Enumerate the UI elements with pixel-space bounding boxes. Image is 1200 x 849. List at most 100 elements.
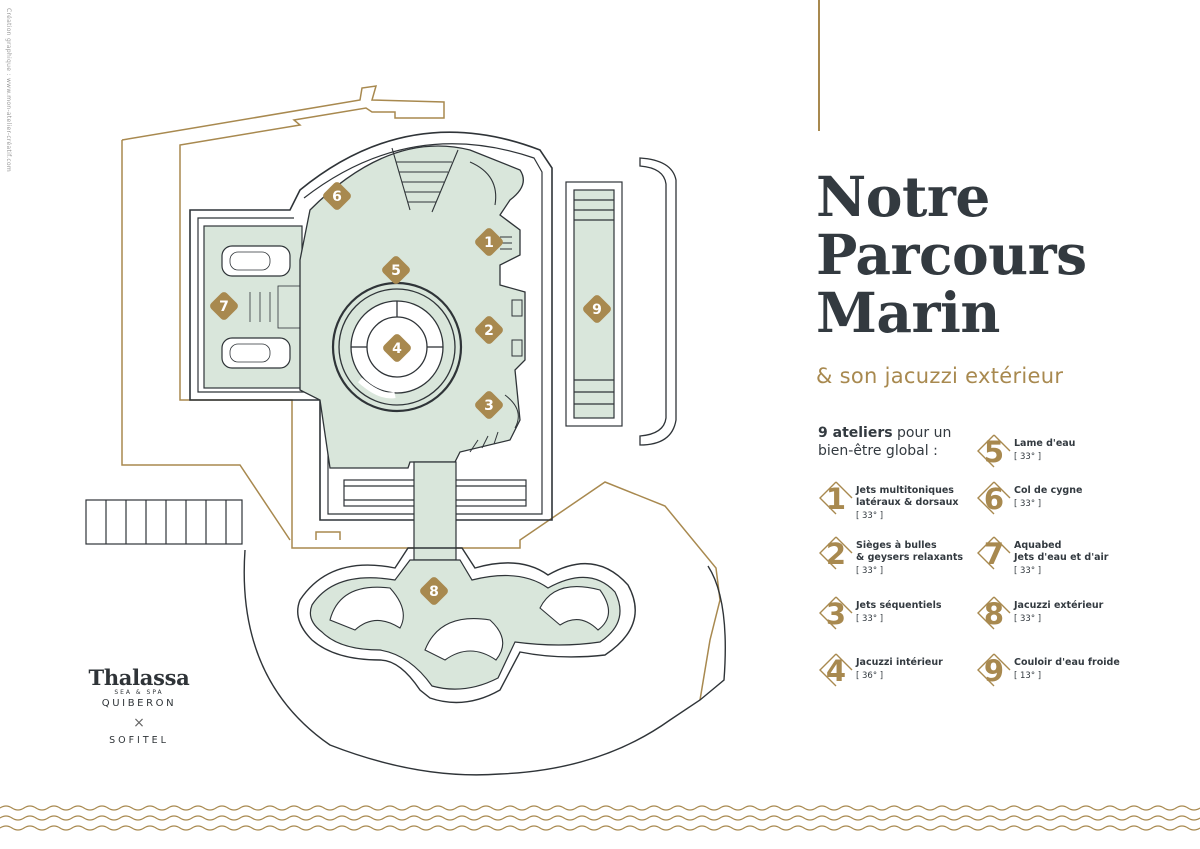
page-title: Notre Parcours Marin bbox=[816, 168, 1196, 342]
intro-bold: 9 ateliers bbox=[818, 425, 893, 441]
legend-number: 1 bbox=[825, 482, 847, 516]
legend-label: Jacuzzi intérieur bbox=[856, 657, 943, 668]
legend-number: 8 bbox=[983, 597, 1005, 631]
legend-temperature: [ 33° ] bbox=[1014, 452, 1042, 462]
outer-gold-outline bbox=[121, 85, 721, 701]
map-marker-number: 8 bbox=[429, 584, 439, 600]
map-marker-9: 9 bbox=[583, 295, 611, 323]
legend-number-badge: 3 bbox=[818, 595, 858, 635]
logo-partner: SOFITEL bbox=[109, 735, 169, 746]
wave-line bbox=[0, 805, 1200, 811]
legend-number: 2 bbox=[825, 537, 847, 571]
title-line: Marin bbox=[816, 280, 1000, 345]
decorative-vertical-line bbox=[818, 0, 820, 131]
title-line: Parcours bbox=[816, 222, 1087, 287]
legend-number: 4 bbox=[825, 654, 847, 688]
legend-label: Couloir d'eau froide bbox=[1014, 657, 1120, 668]
map-marker-number: 9 bbox=[592, 302, 602, 318]
legend-label: Sièges à bulles bbox=[856, 540, 937, 551]
title-line: Notre bbox=[816, 164, 990, 229]
legend-number-badge: 2 bbox=[818, 535, 858, 575]
legend-label-2: latéraux & dorsaux bbox=[856, 497, 959, 508]
aquabed-beds bbox=[221, 245, 291, 369]
legend-label-2: Jets d'eau et d'air bbox=[1014, 552, 1109, 563]
map-marker-7: 7 bbox=[210, 292, 238, 320]
legend-text: Jacuzzi extérieur [ 33° ] bbox=[1014, 600, 1154, 625]
intro-rest: pour un bien-être global : bbox=[818, 425, 952, 459]
legend-number-badge: 7 bbox=[976, 535, 1016, 575]
map-marker-6: 6 bbox=[323, 182, 351, 210]
walkway-stairs bbox=[85, 499, 243, 545]
legend-text: Col de cygne [ 33° ] bbox=[1014, 485, 1154, 510]
intro-text: 9 ateliers pour un bien-être global : bbox=[818, 424, 968, 460]
map-marker-number: 6 bbox=[332, 189, 342, 205]
legend-label: Aquabed bbox=[1014, 540, 1062, 551]
legend-temperature: [ 33° ] bbox=[1014, 566, 1042, 576]
legend-temperature: [ 33° ] bbox=[1014, 614, 1042, 624]
pool-entry-stairs bbox=[391, 147, 497, 213]
legend-temperature: [ 33° ] bbox=[856, 614, 884, 624]
map-marker-2: 2 bbox=[475, 316, 503, 344]
outdoor-jacuzzi-outer bbox=[297, 547, 636, 704]
legend-temperature: [ 13° ] bbox=[1014, 671, 1042, 681]
legend-number-badge: 9 bbox=[976, 652, 1016, 692]
map-marker-5: 5 bbox=[382, 256, 410, 284]
map-marker-number: 7 bbox=[219, 299, 229, 315]
legend-text: Jacuzzi intérieur [ 36° ] bbox=[856, 657, 996, 682]
legend-text: Jets séquentiels [ 33° ] bbox=[856, 600, 996, 625]
logo-tagline: SEA & SPA bbox=[114, 689, 164, 696]
map-marker-number: 1 bbox=[484, 235, 494, 251]
legend-number: 5 bbox=[983, 435, 1005, 469]
legend-label: Jacuzzi extérieur bbox=[1014, 600, 1104, 611]
main-building-inner-wall bbox=[197, 143, 543, 515]
corridor bbox=[413, 461, 457, 561]
legend-label: Col de cygne bbox=[1014, 485, 1083, 496]
main-building-wall bbox=[189, 131, 553, 521]
legend-temperature: [ 33° ] bbox=[856, 511, 884, 521]
legend-text: Sièges à bulles& geysers relaxants [ 33° … bbox=[856, 540, 996, 577]
wave-line bbox=[0, 815, 1200, 821]
legend-number: 6 bbox=[983, 482, 1005, 516]
logo-brand: Thalassa bbox=[88, 665, 190, 690]
land-contour bbox=[243, 549, 726, 776]
legend-text: Couloir d'eau froide [ 13° ] bbox=[1014, 657, 1154, 682]
legend-temperature: [ 36° ] bbox=[856, 671, 884, 681]
wave-border bbox=[0, 805, 1200, 831]
map-marker-4: 4 bbox=[383, 334, 411, 362]
map-marker-1: 1 bbox=[475, 228, 503, 256]
legend-number-badge: 1 bbox=[818, 480, 858, 520]
legend-number-badge: 4 bbox=[818, 652, 858, 692]
map-marker-number: 3 bbox=[484, 398, 494, 414]
legend-number-badge: 8 bbox=[976, 595, 1016, 635]
credit-text: Création graphique : www.mon-atelier-cré… bbox=[5, 8, 12, 173]
legend-number: 7 bbox=[983, 537, 1005, 571]
legend-number: 9 bbox=[983, 654, 1005, 688]
legend-temperature: [ 33° ] bbox=[856, 566, 884, 576]
logo-city: QUIBERON bbox=[101, 698, 177, 709]
legend-text: Lame d'eau [ 33° ] bbox=[1014, 438, 1154, 463]
legend-label: Lame d'eau bbox=[1014, 438, 1076, 449]
gold-left-return bbox=[121, 140, 291, 541]
legend-number: 3 bbox=[825, 597, 847, 631]
spa-floor-plan: 1 2 3 4 5 6 7 8 9 bbox=[85, 85, 726, 776]
page-subtitle: & son jacuzzi extérieur bbox=[816, 364, 1064, 388]
thalassa-sofitel-logo: Thalassa SEA & SPA QUIBERON × SOFITEL bbox=[84, 665, 194, 746]
map-marker-3: 3 bbox=[475, 391, 503, 419]
legend-temperature: [ 33° ] bbox=[1014, 499, 1042, 509]
map-marker-number: 4 bbox=[392, 341, 402, 357]
legend-number-badge: 6 bbox=[976, 480, 1016, 520]
legend-label: Jets multitoniques bbox=[856, 485, 954, 496]
right-terrace bbox=[639, 157, 677, 446]
gold-right-tab bbox=[315, 531, 341, 540]
legend-label-2: & geysers relaxants bbox=[856, 552, 964, 563]
wave-line bbox=[0, 825, 1200, 831]
outdoor-jacuzzi-seats bbox=[329, 586, 610, 661]
legend-number-badge: 5 bbox=[976, 433, 1016, 473]
logo-cross: × bbox=[133, 715, 145, 731]
map-marker-8: 8 bbox=[420, 577, 448, 605]
map-marker-number: 2 bbox=[484, 323, 494, 339]
legend-label: Jets séquentiels bbox=[856, 600, 942, 611]
map-marker-number: 5 bbox=[391, 263, 401, 279]
